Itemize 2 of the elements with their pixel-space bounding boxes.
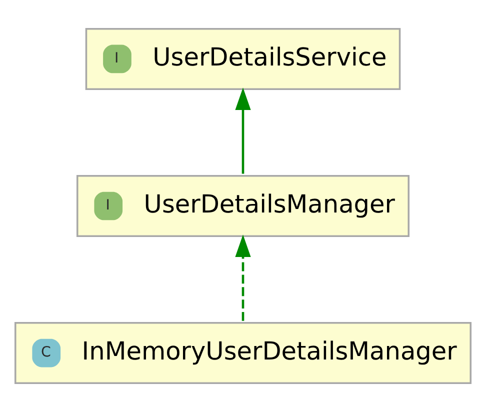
- arrow: [235, 87, 251, 174]
- arrow: [235, 234, 251, 320]
